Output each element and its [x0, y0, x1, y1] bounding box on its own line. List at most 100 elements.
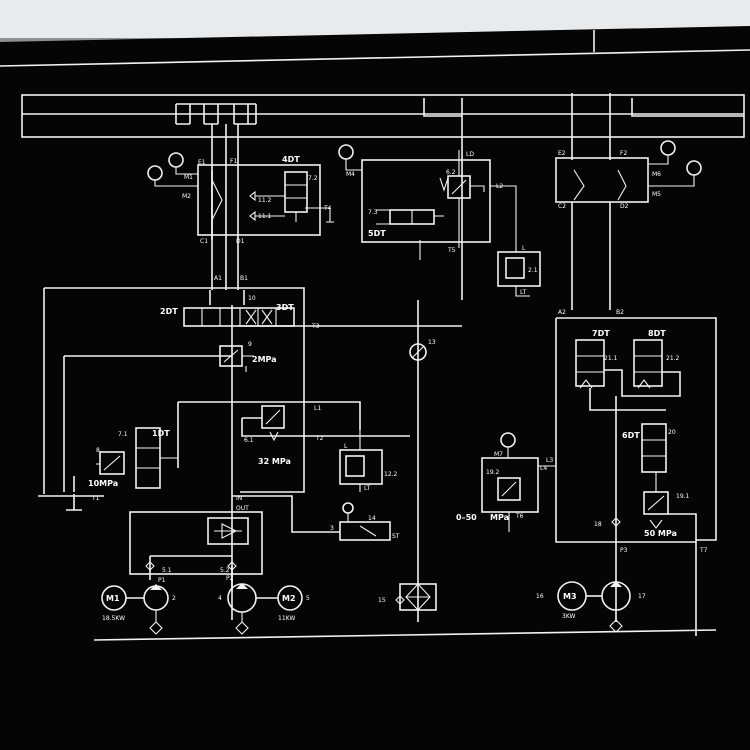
label-f2: F2 — [620, 150, 627, 157]
label-17: 17 — [638, 593, 646, 600]
label-in: IN — [236, 495, 242, 502]
manifold-ports — [175, 93, 744, 300]
label-7dt: 7DT — [592, 329, 610, 338]
label-21-2: 21.2 — [666, 355, 680, 362]
label-18-5kw: 18.5KW — [102, 615, 125, 622]
label-12-2: 12.2 — [384, 471, 398, 478]
valve-block-e2 — [555, 140, 702, 310]
label-6-1: 6.1 — [244, 437, 254, 444]
label-l-12: L — [344, 443, 348, 450]
label-c2: C2 — [558, 203, 566, 210]
label-6-2: 6.2 — [446, 169, 456, 176]
label-19-2: 19.2 — [486, 469, 500, 476]
label-l4: L4 — [540, 465, 547, 472]
label-16: 16 — [536, 593, 544, 600]
label-2mpa: 2MPa — [252, 355, 277, 364]
label-15: 15 — [378, 597, 386, 604]
label-5-2: 5.2 — [220, 567, 230, 574]
label-18: 18 — [594, 521, 602, 528]
label-11-2: 11.2 — [258, 197, 272, 204]
label-a2: A2 — [558, 309, 566, 316]
label-0-50: 0–50 — [456, 513, 477, 522]
label-out: OUT — [236, 505, 249, 512]
label-2: 2 — [172, 595, 176, 602]
label-motor-m3: M3 — [563, 592, 577, 601]
label-m1-port: M1 — [184, 174, 193, 181]
label-t5: T5 — [447, 247, 456, 254]
relief-valve-12-2 — [339, 430, 383, 492]
label-p3: P3 — [620, 547, 628, 554]
label-20: 20 — [668, 429, 676, 436]
valve-block-6 — [338, 144, 491, 260]
label-21-1: 21.1 — [604, 355, 618, 362]
label-t4: T4 — [323, 205, 332, 212]
label-5: 5 — [306, 595, 310, 602]
pressure-valve-9 — [63, 345, 254, 492]
gauge-valve-19-2 — [481, 432, 556, 532]
label-3kw: 3KW — [562, 613, 576, 620]
valve-8-and-7-1 — [96, 427, 178, 489]
label-lt-12: LT — [364, 485, 371, 492]
label-m5-port: M5 — [652, 191, 661, 198]
label-3dt: 3DT — [276, 303, 294, 312]
main-left-frame — [38, 287, 462, 622]
pump-motor-group-3 — [557, 581, 631, 633]
label-3: 3 — [330, 525, 334, 532]
label-7-2: 7.2 — [308, 175, 318, 182]
label-l: L — [522, 245, 526, 252]
label-l3: L3 — [546, 457, 553, 464]
pump-motor-group-1 — [101, 583, 303, 635]
label-lt: LT — [520, 289, 527, 296]
label-p2: P2 — [226, 575, 234, 582]
label-e1: E1 — [198, 159, 206, 166]
valve-block-11 — [147, 152, 334, 236]
label-13: 13 — [428, 339, 436, 346]
label-11-1: 11.1 — [258, 213, 272, 220]
label-m6-port: M6 — [652, 171, 661, 178]
label-m2-port: M2 — [182, 193, 191, 200]
relief-valve-6-1 — [177, 401, 410, 468]
label-b2: B2 — [616, 309, 624, 316]
label-ld: LD — [466, 151, 474, 158]
label-motor-m2: M2 — [282, 594, 296, 603]
label-2-1: 2.1 — [528, 267, 538, 274]
label-l2: L2 — [496, 183, 503, 190]
label-14: 14 — [368, 515, 376, 522]
label-t3: T3 — [311, 323, 320, 330]
label-50mpa: 50 MPa — [644, 529, 677, 538]
label-2dt: 2DT — [160, 307, 178, 316]
label-t2: T2 — [315, 435, 324, 442]
label-8dt: 8DT — [648, 329, 666, 338]
label-mpa: MPa — [490, 513, 509, 522]
label-32mpa: 32 MPa — [258, 457, 291, 466]
screen-area — [0, 26, 750, 750]
label-a1: A1 — [214, 275, 222, 282]
label-f1: F1 — [230, 158, 237, 165]
label-11kw: 11KW — [278, 615, 295, 622]
label-9: 9 — [248, 341, 252, 348]
label-10: 10 — [248, 295, 256, 302]
label-5-1: 5.1 — [162, 567, 172, 574]
label-5dt: 5DT — [368, 229, 386, 238]
label-st: ST — [392, 533, 400, 540]
label-6dt: 6DT — [622, 431, 640, 440]
label-m7-port: M7 — [494, 451, 503, 458]
label-p1: P1 — [158, 577, 166, 584]
bottom-return-line — [93, 629, 717, 641]
label-4dt: 4DT — [282, 155, 300, 164]
diagram-labels: E1 F1 4DT M1 M2 11.2 11.1 7.2 T4 C1 D1 M… — [88, 150, 708, 622]
label-t7: T7 — [699, 547, 708, 554]
label-d2: D2 — [620, 203, 629, 210]
top-border-line — [0, 49, 750, 67]
label-10mpa: 10MPa — [88, 479, 118, 488]
label-19-1: 19.1 — [676, 493, 690, 500]
label-motor-m1: M1 — [106, 594, 120, 603]
label-t1: T1 — [91, 495, 100, 502]
label-e2: E2 — [558, 150, 566, 157]
filter-15 — [395, 583, 437, 611]
label-8: 8 — [96, 447, 100, 454]
label-d1: D1 — [236, 238, 245, 245]
label-1dt: 1DT — [152, 429, 170, 438]
